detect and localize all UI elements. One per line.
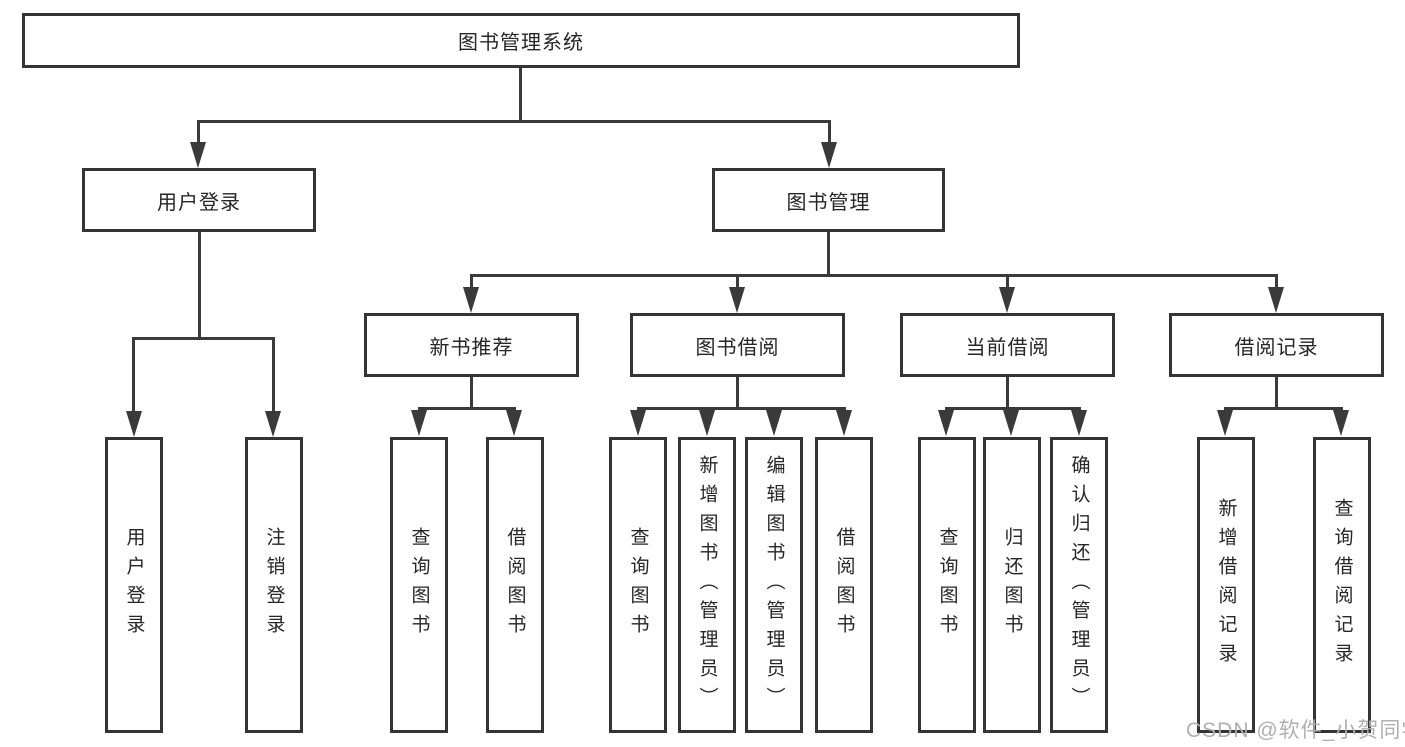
arrow-down-icon: [766, 410, 782, 436]
node-new-books: 新书推荐: [364, 313, 579, 377]
arrow-down-icon: [190, 142, 206, 168]
arrow-down-icon: [630, 410, 646, 436]
leaf-query-borrow-record: 查询借阅记录: [1313, 437, 1371, 733]
leaf-label: 新增借阅记录: [1215, 498, 1237, 672]
connector-drop: [272, 337, 275, 414]
node-user-login-label: 用户登录: [157, 191, 241, 214]
arrow-down-icon: [1071, 410, 1087, 436]
node-current-borrow: 当前借阅: [900, 313, 1115, 377]
leaf-label: 编辑图书（管理员）: [763, 454, 785, 716]
arrow-down-icon: [411, 410, 427, 436]
connector-drop: [828, 120, 831, 146]
leaf-return-books: 归还图书: [983, 437, 1041, 733]
leaf-query-books-1: 查询图书: [390, 437, 448, 733]
node-borrow-records-label: 借阅记录: [1234, 336, 1319, 359]
leaf-label: 查询图书: [408, 527, 430, 643]
arrow-down-icon: [836, 410, 852, 436]
node-user-login: 用户登录: [82, 168, 316, 232]
connector-book-mgmt-branch: [470, 274, 1278, 277]
leaf-borrow-books-2: 借阅图书: [815, 437, 873, 733]
leaf-add-books-admin: 新增图书（管理员）: [678, 437, 736, 733]
leaf-query-books-3: 查询图书: [918, 437, 976, 733]
leaf-borrow-books-1: 借阅图书: [486, 437, 544, 733]
connector-drop: [132, 337, 135, 414]
connector-user-login-stub: [198, 232, 201, 340]
node-root-label: 图书管理系统: [458, 32, 584, 54]
arrow-down-icon: [126, 411, 142, 437]
node-book-borrow: 图书借阅: [630, 313, 845, 377]
leaf-query-books-2: 查询图书: [609, 437, 667, 733]
leaf-confirm-return-admin: 确认归还（管理员）: [1050, 437, 1108, 733]
arrow-down-icon: [999, 287, 1015, 313]
leaf-edit-books-admin: 编辑图书（管理员）: [745, 437, 803, 733]
connector-current-borrow-stub: [1006, 377, 1009, 410]
arrow-down-icon: [506, 410, 522, 436]
leaf-logout: 注销登录: [245, 437, 303, 733]
leaf-user-login: 用户登录: [105, 437, 163, 733]
node-book-mgmt: 图书管理: [712, 168, 945, 232]
connector-drop: [197, 120, 200, 146]
arrow-down-icon: [1217, 410, 1233, 436]
arrow-down-icon: [265, 411, 281, 437]
node-new-books-label: 新书推荐: [429, 336, 514, 359]
connector-current-borrow-branch: [945, 407, 1081, 410]
leaf-label: 查询图书: [627, 527, 649, 643]
connector-book-borrow-stub: [736, 377, 739, 410]
connector-borrow-records-branch: [1224, 407, 1343, 410]
leaf-label: 借阅图书: [833, 527, 855, 643]
leaf-label: 新增图书（管理员）: [696, 454, 718, 716]
leaf-label: 查询借阅记录: [1331, 498, 1353, 672]
node-borrow-records: 借阅记录: [1169, 313, 1384, 377]
leaf-label: 用户登录: [123, 527, 145, 643]
leaf-label: 查询图书: [936, 527, 958, 643]
node-book-mgmt-label: 图书管理: [786, 191, 871, 214]
connector-borrow-records-stub: [1275, 377, 1278, 410]
connector-new-books-branch: [418, 407, 516, 410]
arrow-down-icon: [821, 142, 837, 168]
connector-book-borrow-branch: [637, 407, 846, 410]
connector-drop: [736, 274, 739, 291]
connector-root-branch: [197, 120, 831, 123]
arrow-down-icon: [699, 410, 715, 436]
node-root: 图书管理系统: [22, 13, 1020, 68]
leaf-label: 归还图书: [1001, 527, 1023, 643]
connector-user-login-branch: [132, 337, 275, 340]
arrow-down-icon: [1333, 410, 1349, 436]
leaf-label: 确认归还（管理员）: [1068, 454, 1090, 716]
arrow-down-icon: [463, 287, 479, 313]
connector-drop: [470, 274, 473, 291]
arrow-down-icon: [1268, 287, 1284, 313]
connector-root-stub: [519, 68, 522, 122]
connector-book-mgmt-stub: [827, 232, 830, 277]
arrow-down-icon: [938, 410, 954, 436]
arrow-down-icon: [729, 287, 745, 313]
csdn-watermark: CSDN @软件_小贺同学: [1186, 719, 1405, 742]
connector-new-books-stub: [470, 377, 473, 410]
connector-drop: [1006, 274, 1009, 291]
leaf-label: 借阅图书: [504, 527, 526, 643]
arrow-down-icon: [1003, 410, 1019, 436]
node-book-borrow-label: 图书借阅: [695, 336, 780, 359]
connector-drop: [1275, 274, 1278, 291]
leaf-add-borrow-record: 新增借阅记录: [1197, 437, 1255, 733]
leaf-label: 注销登录: [263, 527, 285, 643]
node-current-borrow-label: 当前借阅: [965, 336, 1050, 359]
